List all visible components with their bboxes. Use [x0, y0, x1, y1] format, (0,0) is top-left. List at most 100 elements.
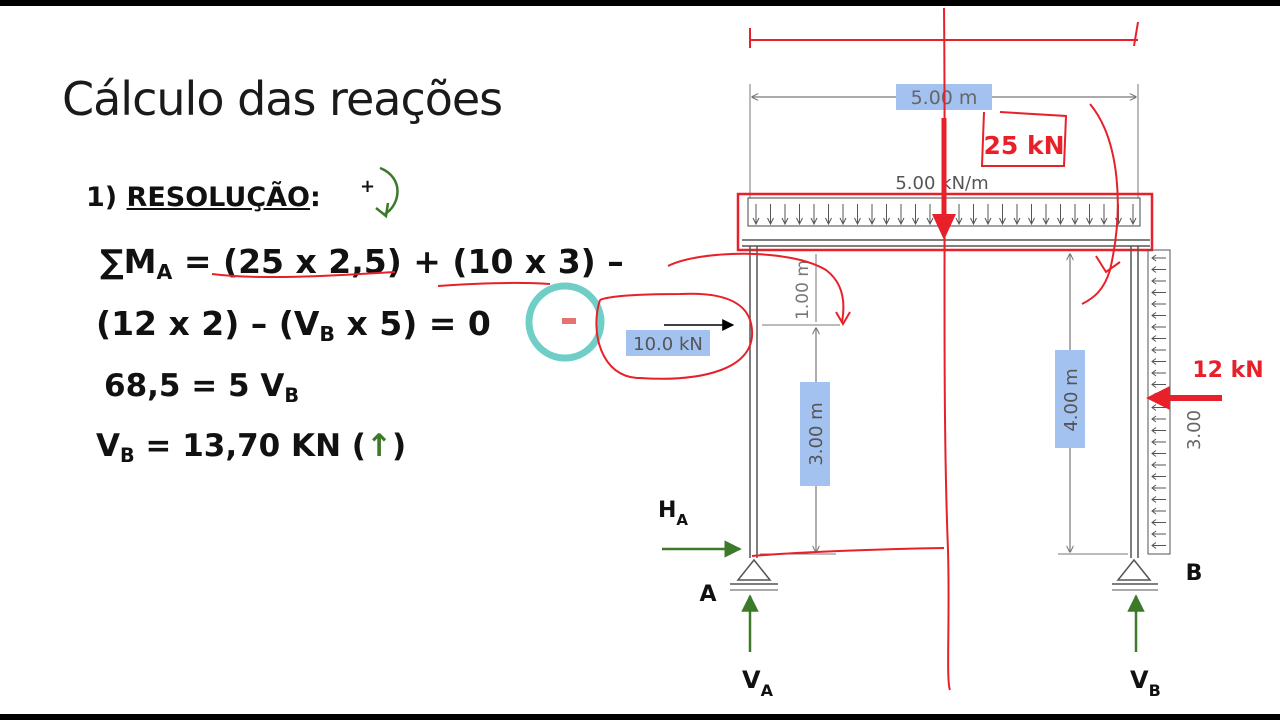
load-arrow	[999, 204, 1006, 226]
slide: Cálculo das reações 1) RESOLUÇÃO: ∑MA = …	[0, 6, 1280, 714]
dim-label-4m: 4.00 m	[1061, 368, 1082, 431]
support-a-label: A	[699, 582, 716, 607]
lateral-load-arrow	[1151, 450, 1166, 457]
lateral-load-arrow	[1151, 427, 1166, 434]
reaction-va-label: VA	[742, 666, 774, 700]
support-a-pin	[736, 558, 772, 581]
force-25-box	[980, 111, 1068, 167]
lateral-load-arrow	[1151, 484, 1166, 492]
load-arrow	[1013, 204, 1021, 226]
load-arrow	[912, 204, 919, 226]
sum-symbol: ∑M	[100, 242, 157, 281]
equation-text: x 5) = 0	[335, 304, 491, 343]
lateral-load-arrow	[1151, 461, 1166, 469]
lateral-load-arrow	[1151, 335, 1166, 342]
load-arrow	[825, 204, 832, 226]
moment-arrow-icon	[379, 166, 399, 216]
load-arrow	[868, 204, 876, 226]
equation-text: (12 x 2) – (V	[96, 304, 320, 343]
moment-arrowhead	[375, 202, 390, 219]
up-arrow-icon: ↑	[365, 428, 392, 464]
load-arrow	[1071, 204, 1079, 226]
subscript: B	[120, 444, 135, 467]
dim-right-3m: 3.00	[1184, 410, 1205, 450]
annotation-curve	[1081, 103, 1119, 305]
lateral-load-arrow	[1151, 473, 1166, 480]
load-arrow	[984, 204, 992, 226]
equation-simplified: 68,5 = 5 VB	[104, 368, 299, 407]
equation-text: )	[391, 428, 407, 464]
equation-underline	[211, 271, 396, 279]
load-arrow	[1028, 204, 1035, 226]
load-arrow	[781, 204, 789, 226]
load-arrow	[970, 204, 977, 226]
load-arrow	[839, 204, 847, 226]
lateral-load-arrow	[1151, 254, 1166, 262]
equation-text: = 13,70 KN (	[134, 428, 366, 464]
section-line	[943, 7, 951, 691]
force-12-arrowhead	[1146, 386, 1170, 410]
equation-moment-continued: (12 x 2) – (VB x 5) = 0	[96, 304, 491, 346]
annotation-arrowhead	[835, 311, 851, 326]
lateral-load-arrow	[1151, 530, 1166, 538]
reaction-vb-label: VB	[1130, 666, 1161, 700]
red-tick	[1133, 21, 1139, 47]
dim-label-3m: 3.00 m	[806, 402, 827, 465]
heading-label: RESOLUÇÃO	[126, 182, 311, 213]
lateral-load-arrow	[1151, 323, 1166, 331]
load-arrow	[796, 204, 803, 226]
equation-moment-sum: ∑MA = (25 x 2,5) + (10 x 3) –	[100, 242, 624, 284]
lateral-load-arrow	[1151, 519, 1166, 526]
force-12-label: 12 kN	[1192, 358, 1263, 383]
force-10-circle	[595, 292, 754, 380]
equation-underline	[437, 281, 551, 287]
load-arrow	[955, 204, 963, 226]
equation-result: VB = 13,70 KN (↑)	[96, 428, 406, 467]
load-arrow	[810, 204, 818, 226]
lateral-load-arrow	[1151, 300, 1166, 308]
load-arrow	[752, 204, 760, 226]
lateral-load-arrow	[1151, 381, 1166, 388]
lateral-load-arrow	[1151, 346, 1166, 354]
equation-text: 68,5 = 5 V	[104, 368, 285, 404]
load-arrow	[1042, 204, 1050, 226]
dim-highlight	[1055, 350, 1085, 448]
lateral-load-arrow	[1151, 277, 1166, 285]
moment-sign: +	[360, 176, 375, 197]
load-arrow	[926, 204, 934, 226]
dim-highlight	[800, 382, 830, 486]
load-arrow	[1129, 204, 1137, 226]
load-arrow	[767, 204, 774, 226]
lateral-load-arrow	[1151, 507, 1166, 515]
lateral-load-arrow	[1151, 438, 1166, 446]
annotation-underline	[751, 547, 945, 557]
heading-colon: :	[310, 182, 321, 213]
load-arrow	[1057, 204, 1064, 226]
equation-text: V	[96, 428, 120, 464]
lateral-load-arrow	[1151, 312, 1166, 319]
load-arrow	[883, 204, 890, 226]
lateral-load-arrow	[1151, 415, 1166, 423]
cursor-highlight	[525, 282, 605, 362]
load-arrow	[1086, 204, 1093, 226]
reaction-ha-label: HA	[658, 498, 688, 529]
lateral-load-arrow	[1151, 289, 1166, 296]
dim-label-1m: 1.00 m	[793, 260, 813, 320]
load-arrow	[1100, 204, 1108, 226]
lateral-load-arrow	[1151, 266, 1166, 273]
force-25-arrowhead	[932, 214, 956, 240]
lateral-load-arrow	[1151, 404, 1166, 411]
page-title: Cálculo das reações	[62, 72, 503, 126]
force-25-label: 25 kN	[983, 131, 1064, 160]
annotation-curve	[667, 252, 845, 323]
cursor-icon	[562, 318, 576, 324]
lateral-load-arrow	[1151, 542, 1166, 549]
equation-text: = (25 x 2,5) + (10 x 3) –	[172, 242, 624, 281]
support-b-label: B	[1186, 561, 1203, 586]
force-10-highlight	[626, 330, 710, 356]
subscript: B	[284, 384, 300, 407]
support-b-pin	[1116, 558, 1152, 581]
lateral-load-arrow	[1151, 496, 1166, 503]
force-10-label: 10.0 kN	[633, 334, 703, 355]
frame-diagram: + 5.00 m 5.00 kN/m 3	[211, 7, 1264, 700]
